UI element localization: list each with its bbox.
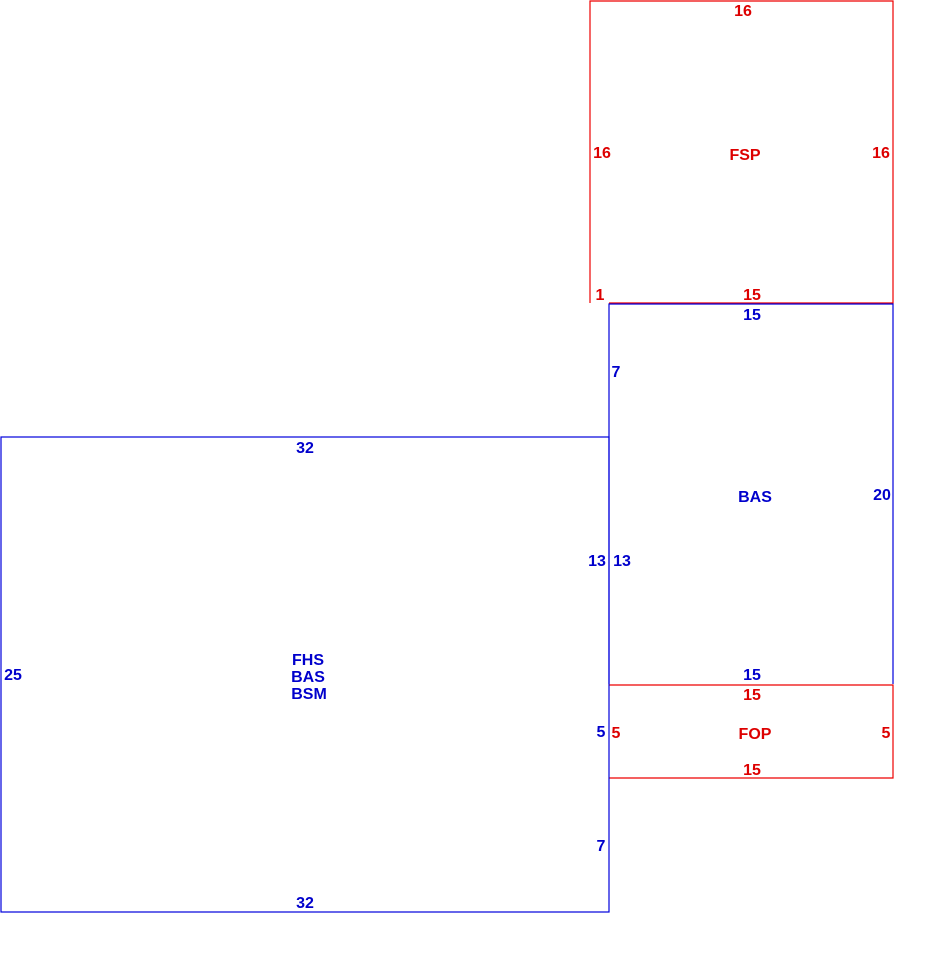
- main-dim-right-upper: 13: [588, 553, 606, 570]
- bas-label: BAS: [738, 489, 772, 506]
- main-dim-right-mid: 5: [597, 724, 606, 741]
- main-label-3: BSM: [291, 686, 327, 703]
- bas-dim-left-lower: 13: [613, 553, 631, 570]
- bas-dim-left: 7: [612, 364, 621, 381]
- fop-dim-top: 15: [743, 687, 761, 704]
- main-dim-right-lower: 7: [597, 838, 606, 855]
- bas-dim-right: 20: [873, 487, 891, 504]
- fsp-dim-right: 16: [872, 145, 890, 162]
- area-fsp-outline: [589, 0, 894, 304]
- area-main-outline: [0, 436, 610, 913]
- fop-dim-right: 5: [882, 725, 891, 742]
- main-label-2: BAS: [291, 669, 325, 686]
- fop-dim-left: 5: [612, 725, 621, 742]
- main-dim-bottom: 32: [296, 895, 314, 912]
- fsp-dim-left: 16: [593, 145, 611, 162]
- fop-label: FOP: [739, 726, 772, 743]
- bas-dim-top: 15: [743, 307, 761, 324]
- main-label-1: FHS: [292, 652, 324, 669]
- bas-dim-bottom: 15: [743, 667, 761, 684]
- area-fop-outline: [609, 684, 894, 779]
- fsp-dim-bottom: 15: [743, 287, 761, 304]
- area-fsp: 16 16 16 FSP 1 15: [589, 0, 894, 304]
- fsp-dim-top: 16: [734, 3, 752, 20]
- area-fop: 15 5 FOP 5 15: [609, 684, 894, 779]
- fsp-label: FSP: [729, 147, 760, 164]
- fsp-dim-bottom-left: 1: [596, 287, 605, 304]
- main-dim-top: 32: [296, 440, 314, 457]
- area-main: 32 13 25 FHS BAS BSM 5 7 32: [0, 436, 610, 913]
- area-bas: 15 7 BAS 20 13 15: [608, 303, 894, 684]
- fop-dim-bottom: 15: [743, 762, 761, 779]
- main-dim-left: 25: [4, 667, 22, 684]
